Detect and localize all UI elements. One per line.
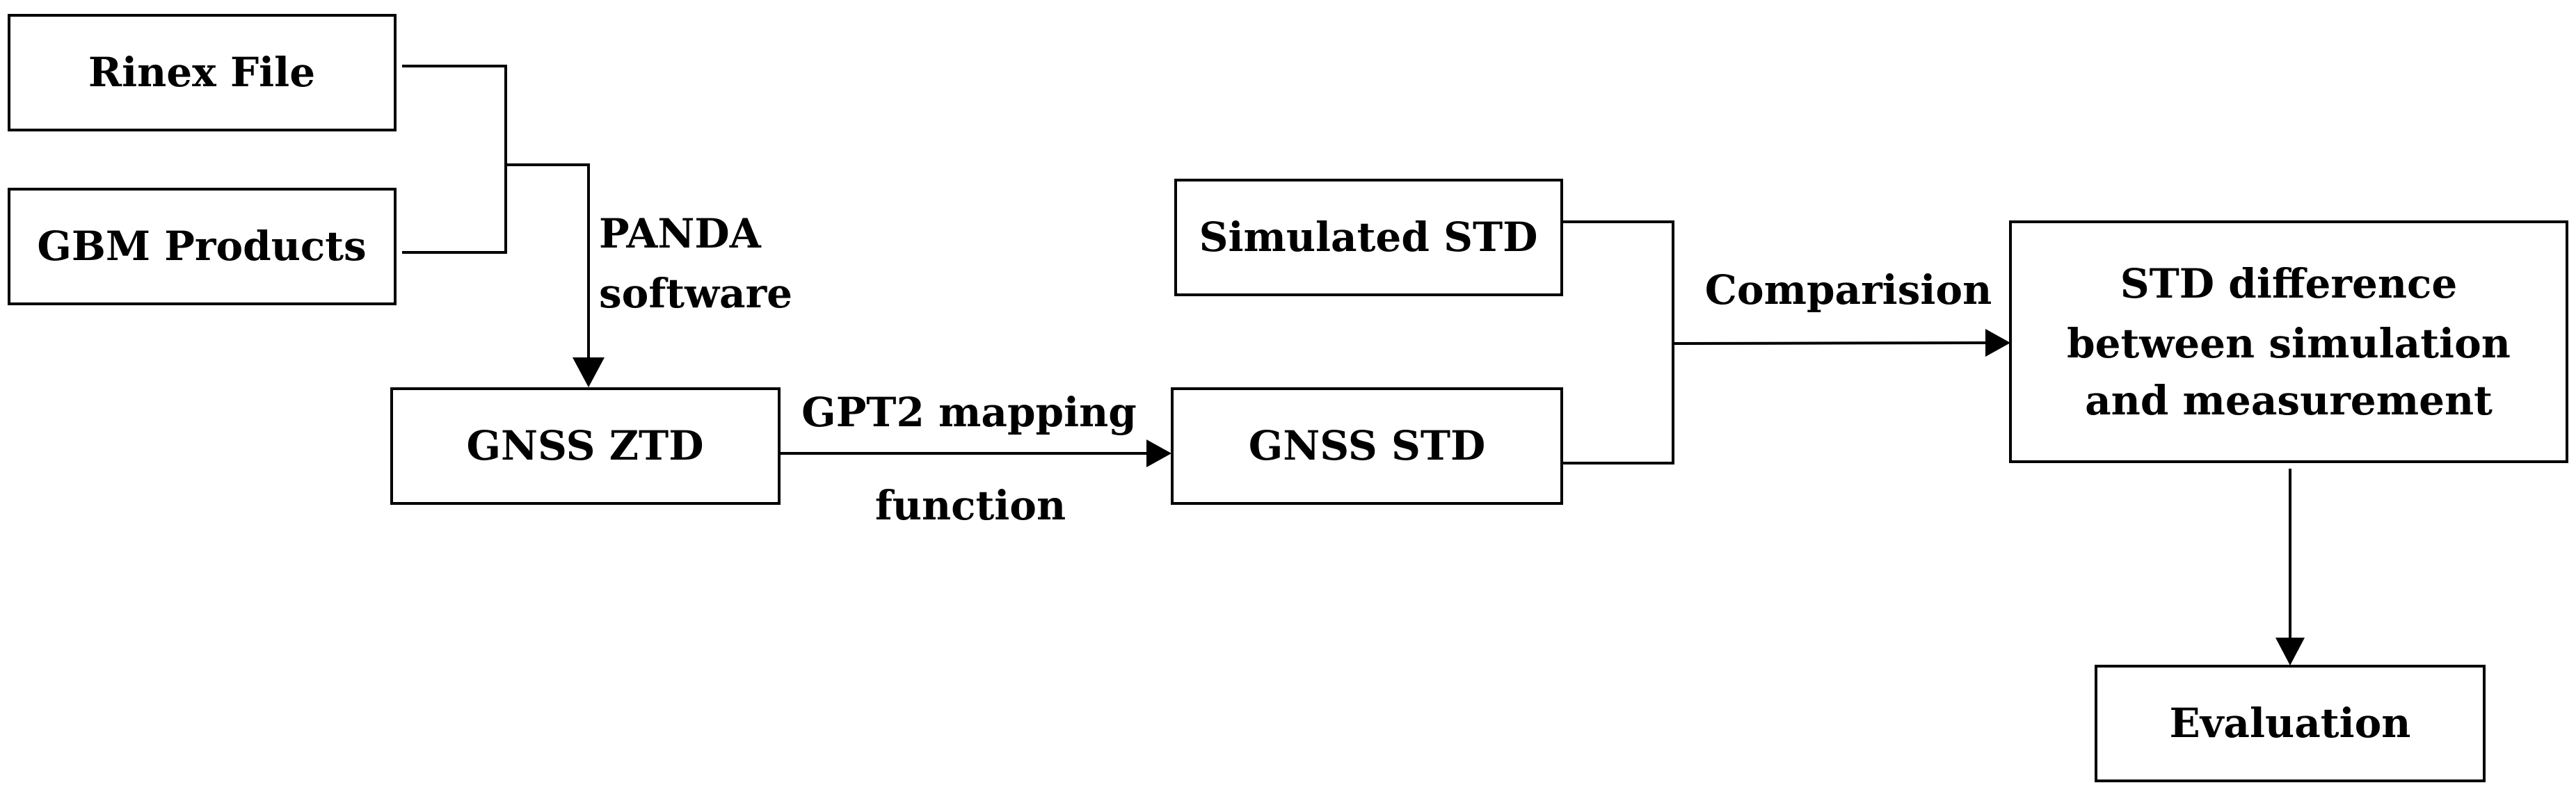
std-difference-box (2009, 220, 2568, 463)
comparision-label: Comparision (1705, 266, 1992, 314)
rinex-connector (402, 65, 507, 254)
gnss-ztd-label: GNSS ZTD (466, 422, 703, 469)
gnss-ztd-box (390, 387, 781, 505)
node-gbm-products: GBM Products (8, 188, 397, 305)
gbm-products-box (8, 188, 397, 305)
node-evaluation: Evaluation (2095, 665, 2486, 782)
rinex-file-box (8, 14, 397, 131)
gpt2-mapping-label: GPT2 mapping (801, 389, 1137, 436)
rinex-file-label: Rinex File (88, 49, 315, 96)
std-difference-line-3: and measurement (2085, 377, 2493, 424)
panda-label-line-2: software (599, 270, 792, 317)
std-difference-line-2: between simulation (2067, 320, 2511, 367)
node-std-difference: STD difference between simulation and me… (2009, 220, 2568, 463)
function-label: function (875, 482, 1066, 529)
comparision-arrowhead (1985, 329, 2010, 357)
gnss-std-label: GNSS STD (1249, 422, 1486, 469)
gbm-products-label: GBM Products (37, 223, 366, 270)
comparision-connector (1672, 341, 1989, 345)
node-gnss-std: GNSS STD (1171, 387, 1563, 505)
node-rinex-file: Rinex File (8, 14, 397, 131)
simulated-std-label: Simulated STD (1199, 213, 1538, 261)
comparision-bracket (1562, 220, 1674, 464)
evaluation-box (2095, 665, 2486, 782)
evaluation-arrowhead (2275, 638, 2305, 665)
node-gnss-ztd: GNSS ZTD (390, 387, 781, 505)
evaluation-label: Evaluation (2170, 700, 2411, 747)
merge-to-panda-connector (506, 163, 590, 362)
panda-label-line-1: PANDA (599, 210, 762, 257)
node-simulated-std: Simulated STD (1174, 179, 1563, 296)
simulated-std-box (1174, 179, 1563, 296)
panda-arrowhead (573, 357, 605, 387)
std-difference-line-1: STD difference (2120, 260, 2457, 307)
gnss-std-box (1171, 387, 1563, 505)
gpt2-arrowhead (1146, 439, 1171, 467)
